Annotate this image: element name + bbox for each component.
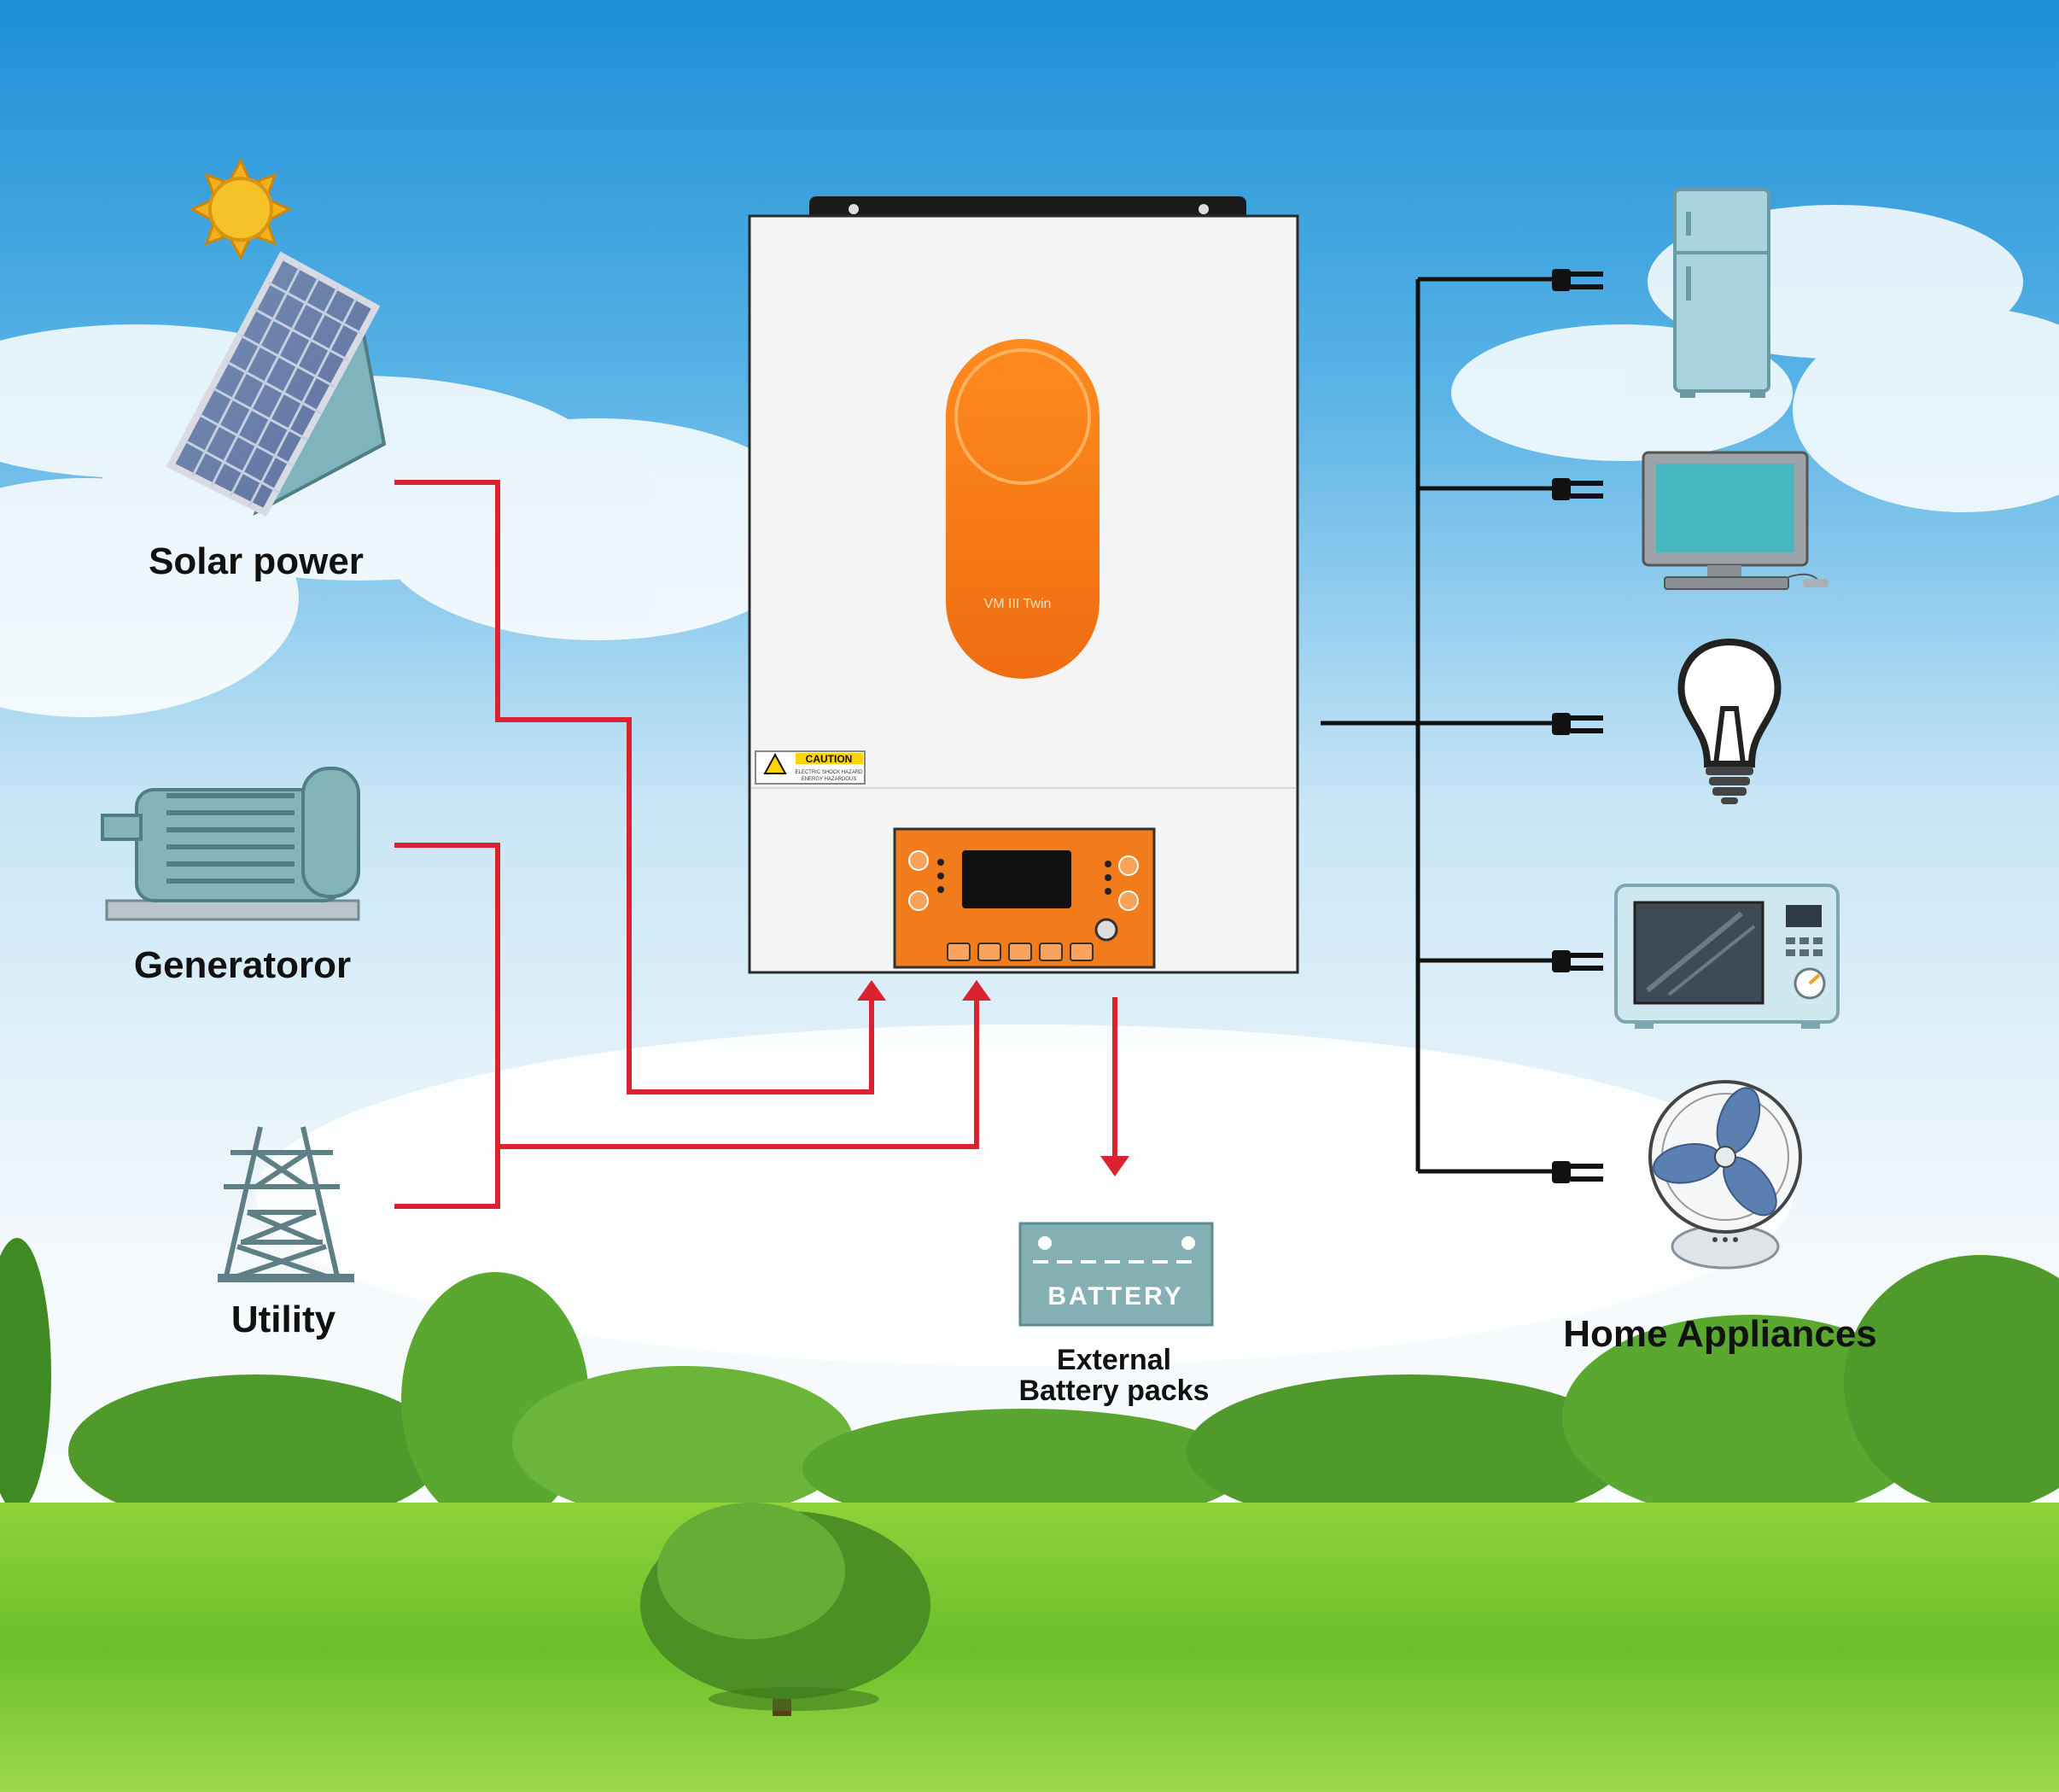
power-knob <box>1094 918 1118 942</box>
plug-icon <box>1552 1161 1603 1183</box>
svg-text:ENERGY HAZARDOUS: ENERGY HAZARDOUS <box>802 777 857 782</box>
generator-line <box>394 843 500 1209</box>
generator-icon <box>101 767 360 921</box>
utility-grid-line <box>498 999 979 1149</box>
refrigerator-icon <box>1673 188 1770 398</box>
panel-button <box>1118 890 1139 911</box>
inverter: VM III Twin CAUTION ELECTRIC SHOCK HAZAR… <box>748 196 1299 974</box>
tree <box>640 1503 930 1716</box>
battery-icon-text: BATTERY <box>1047 1282 1183 1310</box>
arrowheads <box>857 980 1129 1176</box>
light-bulb-icon <box>1677 638 1782 804</box>
panel-button <box>908 890 929 911</box>
microwave-icon <box>1614 884 1840 1029</box>
plug-icon <box>1552 950 1603 972</box>
caution-label: CAUTION ELECTRIC SHOCK HAZARD ENERGY HAZ… <box>755 750 866 785</box>
input-connection-lines <box>394 480 1117 1209</box>
solar-arrow <box>857 980 886 1001</box>
battery-caption-line1: External <box>1057 1344 1171 1376</box>
plug-icon <box>1552 269 1603 291</box>
port-icons <box>947 943 1094 961</box>
orange-front-panel <box>946 339 1099 679</box>
grid-arrow <box>962 980 991 1001</box>
inverter-model-label: VM III Twin <box>984 597 1052 611</box>
svg-text:CAUTION: CAUTION <box>806 753 853 765</box>
plug-icon <box>1552 478 1603 500</box>
generator-label: Generatoror <box>134 944 351 986</box>
computer-icon <box>1642 451 1829 590</box>
plug-icon <box>1552 713 1603 735</box>
plug-icons <box>1552 269 1603 1183</box>
solar-panel-icon <box>166 251 387 517</box>
output-connection-lines <box>1321 277 1554 1174</box>
solar-power-label: Solar power <box>149 540 364 582</box>
power-tower-icon <box>224 1126 340 1279</box>
tree-line <box>0 1238 2059 1528</box>
fan-icon <box>1648 1080 1802 1270</box>
tower-base <box>218 1274 354 1282</box>
orange-panel-ring <box>954 348 1091 485</box>
home-appliances-label: Home Appliances <box>1563 1313 1877 1355</box>
svg-text:ELECTRIC SHOCK HAZARD: ELECTRIC SHOCK HAZARD <box>795 770 863 775</box>
battery-caption-line2: Battery packs <box>1018 1375 1209 1407</box>
sun-icon <box>189 157 293 261</box>
panel-button <box>1118 855 1139 876</box>
grass-field <box>0 1503 2059 1792</box>
battery-arrow <box>1100 1156 1129 1176</box>
lcd-display <box>962 850 1071 908</box>
panel-button <box>908 850 929 871</box>
battery-icon: BATTERY <box>1018 1222 1214 1327</box>
utility-label: Utility <box>231 1299 336 1340</box>
solar-line <box>394 480 874 1094</box>
